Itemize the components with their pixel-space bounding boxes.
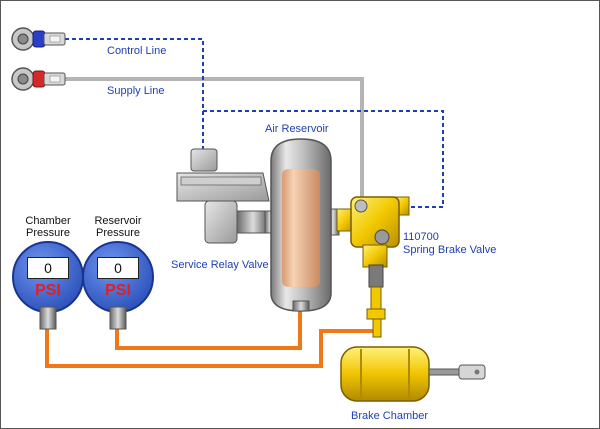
supply-line-label: Supply Line (107, 85, 165, 97)
chamber-pressure-title: Chamber Pressure (13, 215, 83, 239)
control-line-label: Control Line (107, 45, 167, 57)
supply-coupler-icon (11, 67, 66, 91)
chamber-pressure-title-line2: Pressure (25, 227, 71, 239)
air-reservoir-label: Air Reservoir (265, 123, 329, 135)
spring-brake-part-number: 110700 (403, 231, 439, 243)
chamber-pressure-line (45, 326, 381, 368)
reservoir-pressure-readout: 0 (97, 257, 139, 279)
control-line-pipe (65, 38, 444, 208)
service-relay-valve-label: Service Relay Valve (171, 259, 269, 271)
brake-chamber-icon (340, 346, 486, 402)
supply-line-pipe (65, 77, 364, 207)
reservoir-pressure-title: Reservoir Pressure (83, 215, 153, 239)
chamber-pressure-readout: 0 (27, 257, 69, 279)
chamber-pressure-unit: PSI (35, 282, 61, 299)
reservoir-pressure-title-line2: Pressure (95, 227, 141, 239)
spring-brake-valve-label: Spring Brake Valve (403, 244, 497, 256)
chamber-pressure-title-line1: Chamber (25, 215, 71, 227)
service-relay-valve-icon (176, 148, 270, 244)
spring-brake-valve-icon (336, 196, 410, 338)
brake-chamber-label: Brake Chamber (351, 410, 429, 422)
reservoir-pressure-line (115, 306, 302, 350)
control-coupler-icon (11, 27, 66, 51)
reservoir-pressure-title-line1: Reservoir (94, 215, 142, 227)
reservoir-pressure-unit: PSI (105, 282, 131, 299)
air-reservoir-icon (264, 138, 340, 312)
